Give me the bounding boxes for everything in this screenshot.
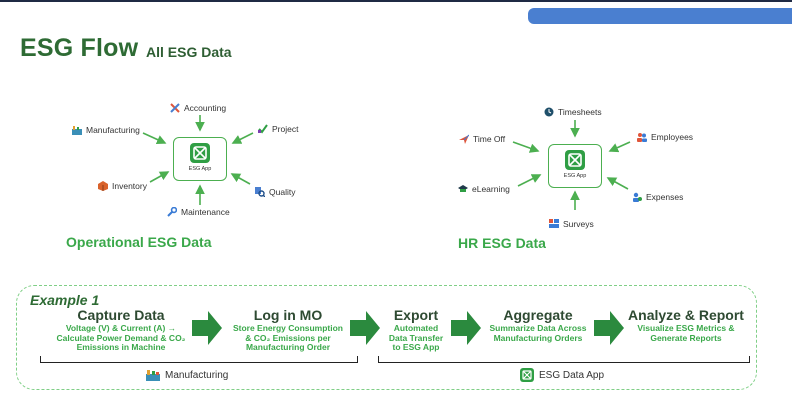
- operational-section-label: Operational ESG Data: [66, 234, 212, 250]
- elearning-cap-icon: [458, 185, 468, 192]
- node-project[interactable]: Project: [258, 124, 298, 134]
- flow-arrow-1: [192, 311, 222, 345]
- example-title: Example 1: [30, 292, 100, 308]
- factory-icon: [146, 370, 160, 381]
- hr-esg-app-hub[interactable]: ESG App: [548, 144, 602, 188]
- hub-label: ESG App: [188, 166, 212, 172]
- flow-arrow-3: [451, 311, 481, 345]
- inventory-box-icon: [98, 181, 108, 191]
- timesheets-clock-icon: [544, 107, 554, 117]
- node-employees[interactable]: Employees: [637, 132, 693, 142]
- employees-people-icon: [637, 133, 647, 142]
- esg-app-logo-icon: [190, 143, 210, 163]
- step-log-in-mo: Log in MO Store Energy Consumption & CO₂…: [232, 307, 344, 352]
- node-time-off[interactable]: Time Off: [459, 134, 505, 144]
- node-expenses[interactable]: Expenses: [632, 192, 683, 202]
- manufacturing-group-label: Manufacturing: [146, 369, 228, 381]
- esg-app-group-label: ESG Data App: [520, 368, 604, 382]
- step-analyze-report: Analyze & Report Visualize ESG Metrics &…: [628, 307, 744, 343]
- node-inventory[interactable]: Inventory: [98, 181, 147, 191]
- hr-section-label: HR ESG Data: [458, 235, 546, 251]
- node-quality[interactable]: Quality: [255, 187, 295, 197]
- time-off-plane-icon: [459, 134, 469, 144]
- step-export: Export Automated Data Transfer to ESG Ap…: [388, 307, 444, 352]
- node-maintenance[interactable]: Maintenance: [167, 207, 230, 217]
- page-title: ESG Flow: [20, 34, 139, 62]
- flow-arrow-4: [594, 311, 624, 345]
- manufacturing-group-bracket: [40, 356, 358, 363]
- maintenance-wrench-icon: [167, 207, 177, 217]
- esg-app-logo-icon: [565, 150, 585, 170]
- top-accent-bar: [528, 8, 792, 24]
- esg-app-group-bracket: [378, 356, 750, 363]
- surveys-blocks-icon: [549, 219, 559, 228]
- flow-arrow-2: [350, 311, 380, 345]
- hub-label: ESG App: [563, 173, 587, 179]
- step-aggregate: Aggregate Summarize Data Across Manufact…: [489, 307, 587, 343]
- node-surveys[interactable]: Surveys: [549, 219, 594, 229]
- factory-icon: [72, 126, 82, 135]
- node-timesheets[interactable]: Timesheets: [544, 107, 602, 117]
- node-accounting[interactable]: Accounting: [170, 103, 226, 113]
- accounting-icon: [170, 103, 180, 113]
- step-capture-data: Capture Data Voltage (V) & Current (A) →…: [56, 307, 186, 352]
- expenses-person-icon: [633, 192, 642, 202]
- top-border-line: [0, 0, 792, 2]
- quality-magnifier-icon: [255, 187, 265, 197]
- esg-app-logo-icon: [520, 368, 534, 382]
- node-elearning[interactable]: eLearning: [458, 184, 510, 194]
- operational-esg-app-hub[interactable]: ESG App: [173, 137, 227, 181]
- page-subtitle: All ESG Data: [146, 44, 232, 60]
- example-container: [16, 285, 757, 390]
- node-manufacturing[interactable]: Manufacturing: [72, 125, 140, 135]
- project-check-icon: [258, 124, 268, 134]
